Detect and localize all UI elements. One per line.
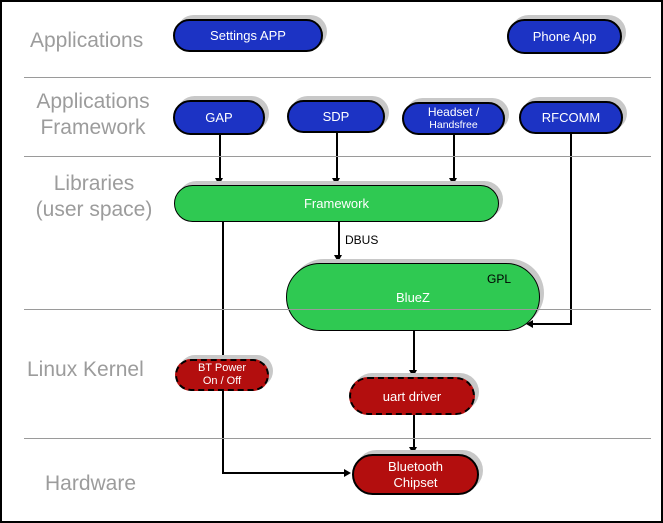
edge-uart-chipset-arrowhead [409, 447, 417, 454]
edge-sdp-framework-arrowhead [332, 178, 340, 185]
edge-framework-chipset-hline [222, 472, 346, 474]
edge-label-dbus: DBUS [345, 233, 379, 247]
node-gap-label: GAP [205, 110, 233, 125]
node-phone-app: Phone App [507, 19, 622, 54]
edge-framework-bluez-arrowhead [334, 255, 342, 262]
layer-label-hardware: Hardware [45, 472, 137, 495]
node-headset-handsfree: Headset / Handsfree [402, 102, 505, 135]
edge-framework-bluez-line [338, 222, 340, 256]
layer-label-applications-framework: Applications Framework [20, 89, 166, 141]
node-uart-driver-label: uart driver [382, 388, 442, 404]
layer-label-applications: Applications [30, 29, 144, 52]
node-bluetooth-chipset-line2: Chipset [393, 474, 438, 490]
node-framework: Framework [174, 185, 499, 222]
divider-libraries-kernel [24, 309, 651, 310]
edge-gap-framework-arrowhead [215, 178, 223, 185]
node-bluez-label: BlueZ [396, 289, 430, 305]
node-sdp: SDP [287, 100, 385, 133]
node-bluetooth-chipset: Bluetooth Chipset [352, 454, 479, 495]
layer-label-applications-framework-line1: Applications [36, 90, 150, 113]
node-rfcomm: RFCOMM [519, 101, 623, 134]
edge-rfcomm-bluez-hline [531, 323, 571, 325]
edge-rfcomm-bluez-vline [570, 134, 572, 325]
node-rfcomm-label: RFCOMM [541, 110, 601, 125]
edge-uart-chipset-line [413, 415, 415, 448]
edge-framework-chipset-arrowhead [344, 469, 351, 477]
node-bt-power: BT Power On / Off [175, 359, 269, 391]
node-headset-handsfree-line2: Handsfree [429, 119, 478, 131]
node-gap: GAP [173, 100, 265, 135]
edge-framework-chipset-vline [222, 222, 224, 473]
node-bt-power-line1: BT Power [197, 362, 247, 374]
node-bt-power-line2: On / Off [202, 375, 242, 387]
divider-framework-libraries [24, 156, 651, 157]
edge-bluez-uart-arrowhead [409, 370, 417, 377]
layer-label-libraries-line1: Libraries [53, 172, 135, 195]
layer-label-applications-framework-line2: Framework [40, 116, 146, 139]
edge-rfcomm-bluez-arrowhead [526, 320, 533, 328]
node-bluetooth-chipset-line1: Bluetooth [388, 458, 443, 474]
divider-kernel-hardware [24, 438, 651, 439]
node-framework-label: Framework [303, 196, 369, 211]
layer-label-linux-kernel: Linux Kernel [27, 358, 144, 381]
edge-headset-framework-line [453, 135, 455, 180]
node-phone-app-label: Phone App [532, 29, 597, 44]
node-settings-app: Settings APP [173, 19, 323, 52]
node-headset-handsfree-line1: Headset / [427, 105, 480, 119]
node-sdp-label: SDP [322, 109, 350, 124]
node-uart-driver: uart driver [349, 377, 475, 415]
node-bluez: BlueZ GPL [286, 263, 540, 331]
node-settings-app-label: Settings APP [210, 28, 286, 43]
edge-headset-framework-arrowhead [449, 178, 457, 185]
divider-applications-framework [24, 77, 651, 78]
layer-label-libraries: Libraries (user space) [18, 171, 170, 223]
edge-bluez-uart-line [413, 331, 415, 371]
node-bluez-gpl-tag: GPL [486, 272, 511, 286]
edge-gap-framework-line [219, 135, 221, 180]
layer-label-libraries-line2: (user space) [35, 198, 153, 221]
